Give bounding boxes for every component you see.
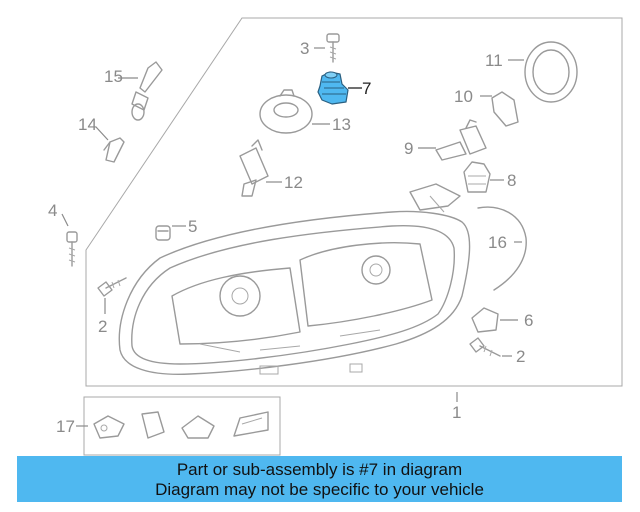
callout-3: 3 [300, 39, 309, 58]
part-5-grommet [155, 225, 171, 241]
assembly-frame [85, 17, 623, 387]
part-16-seal [477, 206, 527, 291]
part-3-bolt [326, 33, 340, 63]
callout-7: 7 [362, 79, 371, 98]
callout-11: 11 [485, 51, 503, 70]
parts-diagram: 15 14 4 3 7 13 11 [48, 17, 623, 456]
callout-12: 12 [284, 173, 303, 192]
callout-16: 16 [488, 233, 507, 252]
part-15-socket [131, 61, 163, 121]
part-12-socket [239, 139, 269, 197]
callout-1: 1 [452, 403, 461, 422]
part-10-clip [491, 91, 519, 127]
part-2-screw-right [469, 337, 501, 357]
callout-2-right: 2 [516, 347, 525, 366]
banner-line-1: Part or sub-assembly is #7 in diagram [176, 460, 463, 479]
part-14-bulb [103, 137, 125, 163]
part-2-screw-left [97, 277, 127, 297]
notice-banner: Part or sub-assembly is #7 in diagram Di… [17, 456, 622, 502]
callout-2-left: 2 [98, 317, 107, 336]
callout-10: 10 [454, 87, 473, 106]
callout-17: 17 [56, 417, 75, 436]
part-11-ring [524, 41, 578, 103]
callout-13: 13 [332, 115, 351, 134]
part-1-headlamp [118, 183, 471, 375]
part-9-bulb [435, 119, 487, 161]
callout-6: 6 [524, 311, 533, 330]
subkit-frame [83, 396, 281, 456]
callout-9: 9 [404, 139, 413, 158]
callout-15: 15 [104, 67, 123, 86]
part-8-actuator [463, 161, 491, 193]
part-13-cap [259, 89, 313, 134]
part-17-kit [93, 411, 269, 439]
callout-8: 8 [507, 171, 516, 190]
part-4-screw [66, 231, 78, 267]
callout-4: 4 [48, 201, 57, 220]
part-7-module [317, 71, 349, 105]
callout-14: 14 [78, 115, 97, 134]
part-6-bracket [471, 307, 499, 333]
banner-line-2: Diagram may not be specific to your vehi… [155, 480, 484, 499]
callout-5: 5 [188, 217, 197, 236]
